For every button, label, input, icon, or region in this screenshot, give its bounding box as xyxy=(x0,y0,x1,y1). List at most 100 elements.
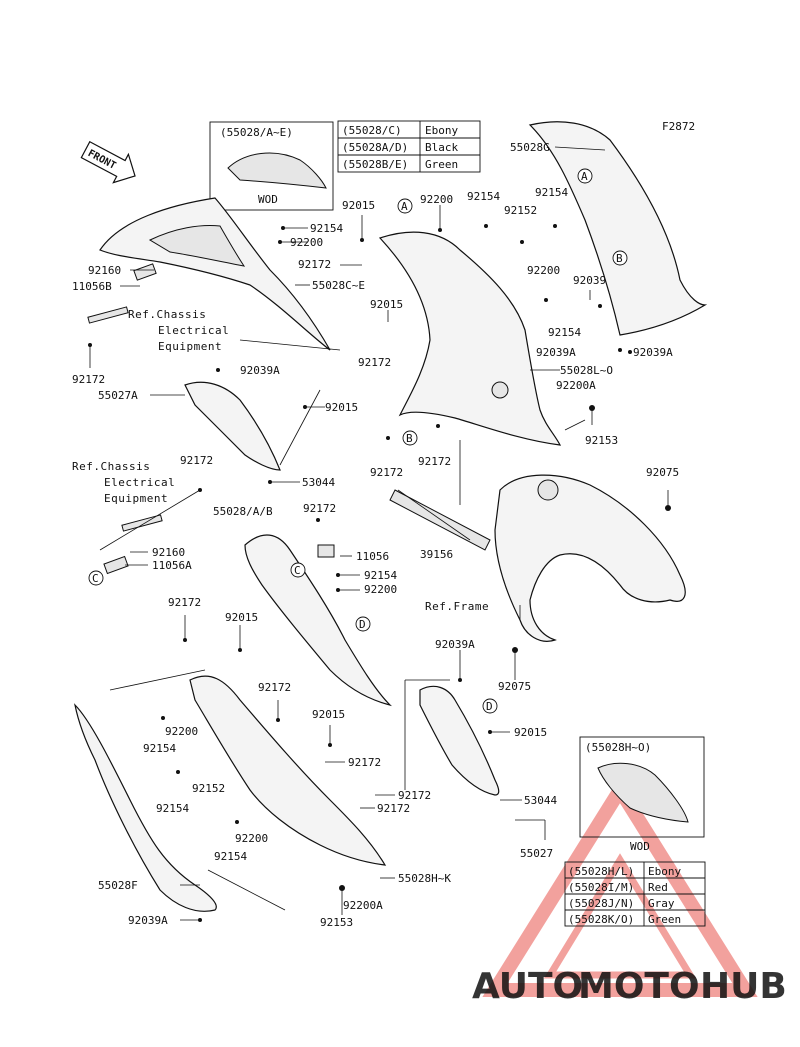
label-55028l-o: 55028L~O xyxy=(560,364,613,377)
label-53044-a: 53044 xyxy=(302,476,335,489)
color-code-2: (55028A/D) xyxy=(342,141,408,154)
watermark-hub: HUB xyxy=(700,966,787,1007)
label-55028g: 55028G xyxy=(510,141,550,154)
svg-text:C: C xyxy=(92,572,99,585)
label-11056b: 11056B xyxy=(72,280,112,293)
label-92200-d: 92200 xyxy=(364,583,397,596)
label-92015-d: 92015 xyxy=(225,611,258,624)
svg-text:Equipment: Equipment xyxy=(158,340,222,353)
label-92154-e: 92154 xyxy=(364,569,397,582)
inner-panel-55027a-part xyxy=(184,381,281,471)
wod-box-top: (55028/A~E) WOD xyxy=(209,121,334,211)
svg-text:A: A xyxy=(401,200,408,213)
label-92039a-c: 92039A xyxy=(240,364,280,377)
label-92172-l: 92172 xyxy=(377,802,410,815)
wod-box-top-caption: WOD xyxy=(258,193,278,206)
color-code-bottom-3: (55028J/N) xyxy=(568,897,634,910)
label-92200-e: 92200 xyxy=(165,725,198,738)
label-92015-a: 92015 xyxy=(342,199,375,212)
right-side-fairing-part xyxy=(528,121,708,336)
label-92200a-b: 92200A xyxy=(343,899,383,912)
color-name-bottom-4: Green xyxy=(648,913,681,926)
svg-text:Ref.Chassis: Ref.Chassis xyxy=(72,460,150,473)
lower-left-strip-part xyxy=(74,703,217,912)
chassis-strip-1-part xyxy=(87,306,129,324)
label-11056a: 11056A xyxy=(152,559,192,572)
watermark-auto: AUTO xyxy=(472,966,583,1007)
label-92154-b: 92154 xyxy=(535,186,568,199)
callout-a-1: A xyxy=(397,198,413,214)
label-92039a-e: 92039A xyxy=(128,914,168,927)
wod-lower-thumbnail xyxy=(597,762,689,823)
label-92154-a: 92154 xyxy=(467,190,500,203)
label-92153-b: 92153 xyxy=(320,916,353,929)
ref-chassis-1: Ref.Chassis Electrical Equipment xyxy=(128,308,229,353)
callout-d-1: D xyxy=(355,616,371,632)
lower-center-fairing-part xyxy=(244,534,392,707)
label-92172-g: 92172 xyxy=(303,502,336,515)
bracket-11056b-part xyxy=(133,263,157,281)
watermark-inner-triangle-icon xyxy=(543,853,697,979)
label-11056: 11056 xyxy=(356,550,389,563)
bracket-11056a-part xyxy=(103,555,129,575)
wod-box-top-title: (55028/A~E) xyxy=(220,126,293,139)
label-92172-d: 92172 xyxy=(370,466,403,479)
label-55028-a-b: 55028/A/B xyxy=(213,505,273,518)
label-92172-f: 92172 xyxy=(180,454,213,467)
label-92160-b: 92160 xyxy=(152,546,185,559)
color-code-bottom-2: (55028I/M) xyxy=(568,881,634,894)
wod-box-lower: (55028H~O) WOD xyxy=(579,736,705,853)
label-92154-d: 92154 xyxy=(548,326,581,339)
chassis-strip-2-part xyxy=(121,514,163,532)
upper-left-fairing-part xyxy=(99,197,331,351)
svg-text:C: C xyxy=(294,564,301,577)
frame-part xyxy=(494,474,686,642)
bracket-11056-part xyxy=(317,544,335,558)
callout-d-2: D xyxy=(482,698,498,714)
label-39156: 39156 xyxy=(420,548,453,561)
watermark-triangle-icon xyxy=(482,776,758,997)
wod-box-lower-caption: WOD xyxy=(630,840,650,853)
label-92015-f: 92015 xyxy=(514,726,547,739)
label-92015-c: 92015 xyxy=(325,401,358,414)
label-92154-f: 92154 xyxy=(143,742,176,755)
callout-b-2: B xyxy=(402,430,418,446)
svg-text:Equipment: Equipment xyxy=(104,492,168,505)
label-92075-b: 92075 xyxy=(498,680,531,693)
center-fairing-vent xyxy=(491,381,509,399)
label-92015-b: 92015 xyxy=(370,298,403,311)
color-table-top: (55028/C) Ebony (55028A/D) Black (55028B… xyxy=(337,120,481,173)
lower-big-fairing-part xyxy=(189,675,387,866)
label-55027a: 55027A xyxy=(98,389,138,402)
label-92152-b: 92152 xyxy=(192,782,225,795)
label-92172-c: 92172 xyxy=(358,356,391,369)
label-92200a-a: 92200A xyxy=(556,379,596,392)
wod-fairing-thumbnail xyxy=(227,152,327,189)
label-92015-e: 92015 xyxy=(312,708,345,721)
svg-text:B: B xyxy=(406,432,413,445)
watermark-moto: MOTO xyxy=(578,966,700,1007)
label-55027: 55027 xyxy=(520,847,553,860)
front-arrow-icon: FRONT xyxy=(80,140,136,184)
svg-text:Electrical: Electrical xyxy=(104,476,175,489)
watermark-logo: AUTO MOTO HUB xyxy=(472,966,787,1007)
svg-text:B: B xyxy=(616,252,623,265)
label-55028f: 55028F xyxy=(98,879,138,892)
svg-text:A: A xyxy=(581,170,588,183)
fastener-dots xyxy=(88,224,671,922)
label-92200-b: 92200 xyxy=(290,236,323,249)
leader-lines xyxy=(89,146,669,921)
label-92172-i: 92172 xyxy=(258,681,291,694)
label-92152-a: 92152 xyxy=(504,204,537,217)
label-92200-c: 92200 xyxy=(527,264,560,277)
label-92160-a: 92160 xyxy=(88,264,121,277)
center-upper-fairing-part xyxy=(378,231,562,446)
label-53044-b: 53044 xyxy=(524,794,557,807)
label-92172-h: 92172 xyxy=(168,596,201,609)
label-92172-j: 92172 xyxy=(348,756,381,769)
label-92039a-d: 92039A xyxy=(435,638,475,651)
watermark xyxy=(482,776,758,997)
svg-text:D: D xyxy=(486,700,493,713)
wod-box-lower-title: (55028H~O) xyxy=(585,741,651,754)
